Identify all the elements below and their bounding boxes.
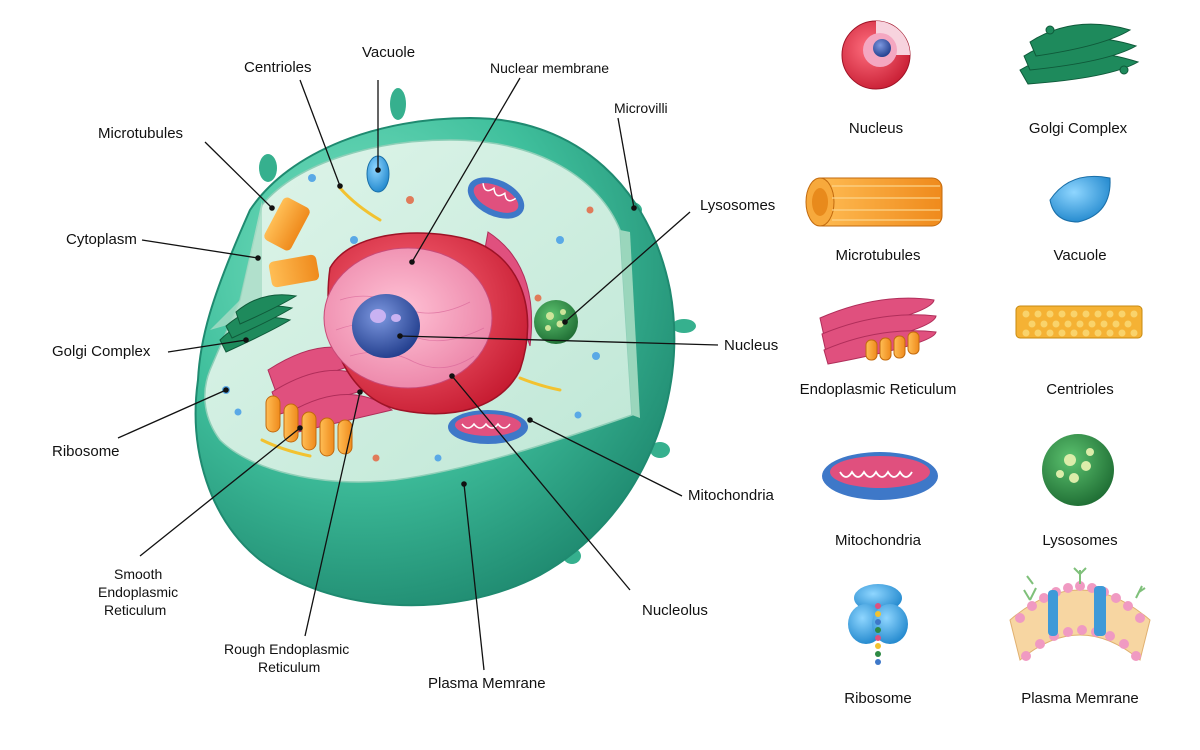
callout-labels: Vacuole Centrioles Nuclear membrane Micr… [52, 44, 778, 692]
legend-er-label: Endoplasmic Reticulum [800, 381, 957, 398]
mitochondrion-upper [467, 177, 525, 219]
callout-cytoplasm: Cytoplasm [66, 231, 137, 248]
legend-golgi-label: Golgi Complex [1029, 120, 1128, 137]
cytoplasm-particles [222, 174, 600, 462]
legend-mitochondria-icon [822, 452, 938, 500]
smooth-er-shape [265, 395, 353, 457]
legend-centrioles-label: Centrioles [1046, 381, 1114, 398]
nucleus-shape [323, 232, 529, 415]
callout-smooth-er-line2: Endoplasmic [98, 584, 178, 600]
legend-er-icon [819, 297, 937, 365]
callout-mitochondria: Mitochondria [688, 487, 775, 504]
legend-plasma-membrane-label: Plasma Memrane [1021, 690, 1139, 707]
callout-vacuole: Vacuole [362, 44, 415, 61]
callout-leaders [117, 77, 719, 671]
legend-nucleus-label: Nucleus [849, 120, 903, 137]
callout-smooth-er-line1: Smooth [114, 566, 162, 582]
legend-mitochondria-label: Mitochondria [835, 532, 922, 549]
callout-microvilli: Microvilli [614, 100, 668, 116]
legend-microtubules-label: Microtubules [835, 247, 920, 264]
lysosome-shape [534, 300, 578, 344]
legend-nucleus-icon [841, 20, 911, 90]
callout-ribosome: Ribosome [52, 443, 120, 460]
legend-vacuole-icon [1049, 175, 1111, 223]
callout-centrioles: Centrioles [244, 59, 312, 76]
nucleolus-shape [352, 294, 420, 358]
centrioles-shape [260, 186, 562, 458]
microtubules-shape [264, 197, 320, 288]
callout-rough-er-line1: Rough Endoplasmic [224, 641, 349, 657]
mitochondrion-lower [448, 410, 528, 444]
callout-rough-er-line2: Reticulum [258, 659, 320, 675]
legend-ribosome-icon [848, 584, 908, 665]
legend-vacuole-label: Vacuole [1053, 247, 1106, 264]
callout-microtubules: Microtubules [98, 125, 183, 142]
golgi-shape [219, 294, 298, 353]
callout-nucleolus: Nucleolus [642, 602, 708, 619]
callout-lysosomes: Lysosomes [700, 197, 775, 214]
legend-plasma-membrane-icon [1009, 567, 1151, 661]
legend-centrioles-icon [1015, 305, 1143, 339]
callout-golgi-complex: Golgi Complex [52, 343, 151, 360]
callout-nucleus: Nucleus [724, 337, 778, 354]
legend-lysosomes-label: Lysosomes [1042, 532, 1117, 549]
callout-nuclear-membrane: Nuclear membrane [490, 60, 609, 76]
legend-microtubules-icon [805, 177, 943, 227]
legend-golgi-icon [1019, 23, 1140, 85]
organelle-legend: Nucleus Golgi Complex Microtubules [800, 20, 1151, 707]
legend-ribosome-label: Ribosome [844, 690, 912, 707]
callout-smooth-er-line3: Reticulum [104, 602, 166, 618]
cell-illustration [194, 88, 696, 607]
legend-lysosomes-icon [1042, 434, 1114, 506]
callout-plasma-membrane: Plasma Memrane [428, 675, 546, 692]
